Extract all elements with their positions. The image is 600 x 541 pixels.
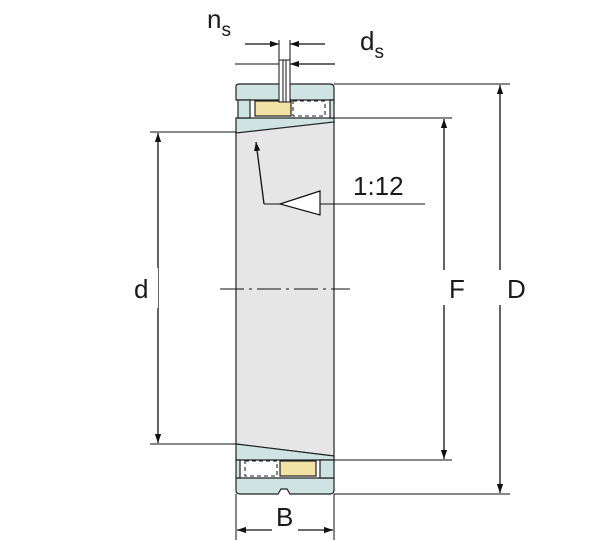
outer-ring-bottom bbox=[235, 477, 335, 495]
roller-top-right bbox=[292, 100, 326, 117]
B-label: B bbox=[276, 502, 293, 532]
taper-triangle bbox=[277, 190, 321, 216]
inner-ring-top bbox=[235, 117, 335, 134]
lubrication-hole bbox=[278, 59, 291, 103]
taper-label: 1:12 bbox=[353, 171, 404, 201]
ds-label: ds bbox=[360, 26, 384, 63]
roller-bottom-right bbox=[279, 460, 317, 477]
ns-label: ns bbox=[207, 4, 231, 41]
roller-bottom-left bbox=[244, 460, 278, 477]
roller-top-left bbox=[254, 100, 292, 117]
cage-bottom bbox=[235, 459, 335, 479]
taper-leader bbox=[254, 141, 265, 205]
F-label: F bbox=[449, 274, 465, 304]
D-label: D bbox=[507, 274, 526, 304]
d-label: d bbox=[134, 274, 148, 304]
